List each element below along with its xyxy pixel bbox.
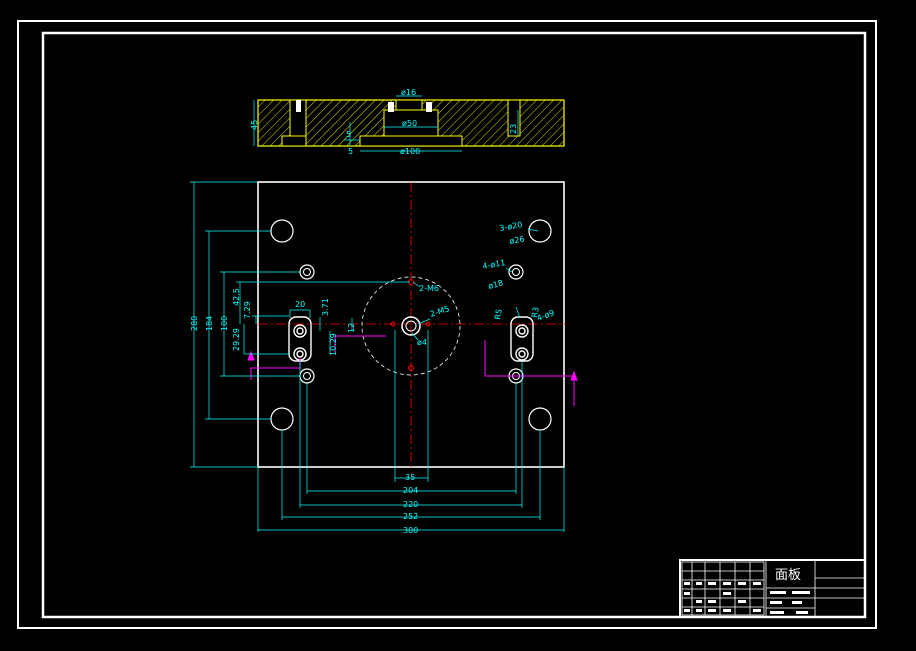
screw-hole-top-right (508, 264, 524, 280)
dim-section-5b: 5 (348, 147, 353, 156)
section-screw-left (388, 102, 394, 112)
sprue-hole-inner (405, 320, 417, 332)
note-d4: ø4 (417, 338, 427, 347)
m5-hole-right (425, 321, 431, 327)
cutting-plane-line (247, 335, 578, 406)
part-name: 面板 (775, 568, 801, 583)
guide-hole-top-right (528, 219, 552, 243)
note-2-m5: 2-M5 (429, 304, 451, 319)
section-counterbore-left (281, 135, 307, 147)
dim-section-5a: 5 (346, 130, 351, 139)
dim-100: 100 (220, 316, 229, 331)
inner-border (41, 31, 867, 619)
dim-section-depth: 23 (509, 124, 518, 134)
guide-hole-top-left (270, 219, 294, 243)
dim-20: 20 (295, 300, 305, 309)
guide-hole-bottom-left (270, 407, 294, 431)
sprue-hole (401, 316, 421, 336)
guide-hole-bottom-right (528, 407, 552, 431)
dim-204: 204 (403, 486, 418, 495)
plan-dimension-lines (190, 181, 565, 532)
screw-hole-top-left (299, 264, 315, 280)
note-r3: R3 (530, 306, 541, 318)
screw-hole-top-left-inner (303, 268, 311, 276)
note-2-m6: 2-M6 (419, 284, 439, 293)
dim-220: 220 (403, 500, 418, 509)
note-d18: ø18 (487, 278, 504, 291)
dim-280: 280 (190, 316, 199, 331)
dim-42-5: 42.5 (232, 288, 241, 306)
dim-12: 12 (347, 323, 356, 333)
title-block-info-marks (770, 591, 810, 614)
note-d26: ø26 (509, 234, 525, 245)
title-block-revision-table (681, 561, 765, 616)
dim-7-29: 7.29 (243, 301, 252, 319)
dim-d16: ø16 (401, 88, 416, 97)
section-pin-left (296, 100, 301, 112)
section-dimension-lines (253, 95, 519, 152)
dim-10-29: 10.29 (329, 333, 338, 356)
dim-252: 252 (403, 512, 418, 521)
section-locating-ring-seat (359, 135, 463, 147)
screw-hole-bottom-left (299, 368, 315, 384)
screw-hole-bottom-left-inner (303, 372, 311, 380)
title-block: 面板 (679, 559, 866, 618)
dim-300: 300 (403, 526, 418, 535)
title-block-grid (765, 560, 865, 617)
note-3-d20: 3-ø20 (499, 220, 523, 233)
dim-184: 184 (205, 316, 214, 331)
dim-35: 35 (405, 473, 415, 482)
dim-d50: ø50 (402, 119, 417, 128)
section-view: ø16 ø50 ø100 45 23 5 5 (250, 88, 565, 156)
screw-hole-top-right-inner (512, 268, 520, 276)
dim-section-height: 45 (250, 120, 259, 130)
section-sprue-hole (395, 99, 423, 111)
note-r5: R5 (493, 308, 504, 320)
runner-slot-right (510, 316, 534, 362)
plan-view: 35 204 220 252 300 280 184 100 42.5 7.29… (190, 181, 578, 535)
section-center-pocket (383, 109, 439, 137)
bolt-circle (361, 276, 461, 376)
outer-border (17, 20, 877, 629)
dim-3-71: 3.71 (321, 298, 330, 316)
m6-hole-bottom (408, 365, 414, 371)
m5-hole-left (390, 321, 396, 327)
runner-slot-left (288, 316, 312, 362)
dim-29-29: 29.29 (232, 328, 241, 351)
section-pin-hole-right (507, 99, 521, 137)
section-screw-right (426, 102, 432, 112)
title-block-frame (679, 559, 866, 618)
note-4-d11: 4-ø11 (482, 258, 506, 271)
dim-d100: ø100 (400, 147, 420, 156)
